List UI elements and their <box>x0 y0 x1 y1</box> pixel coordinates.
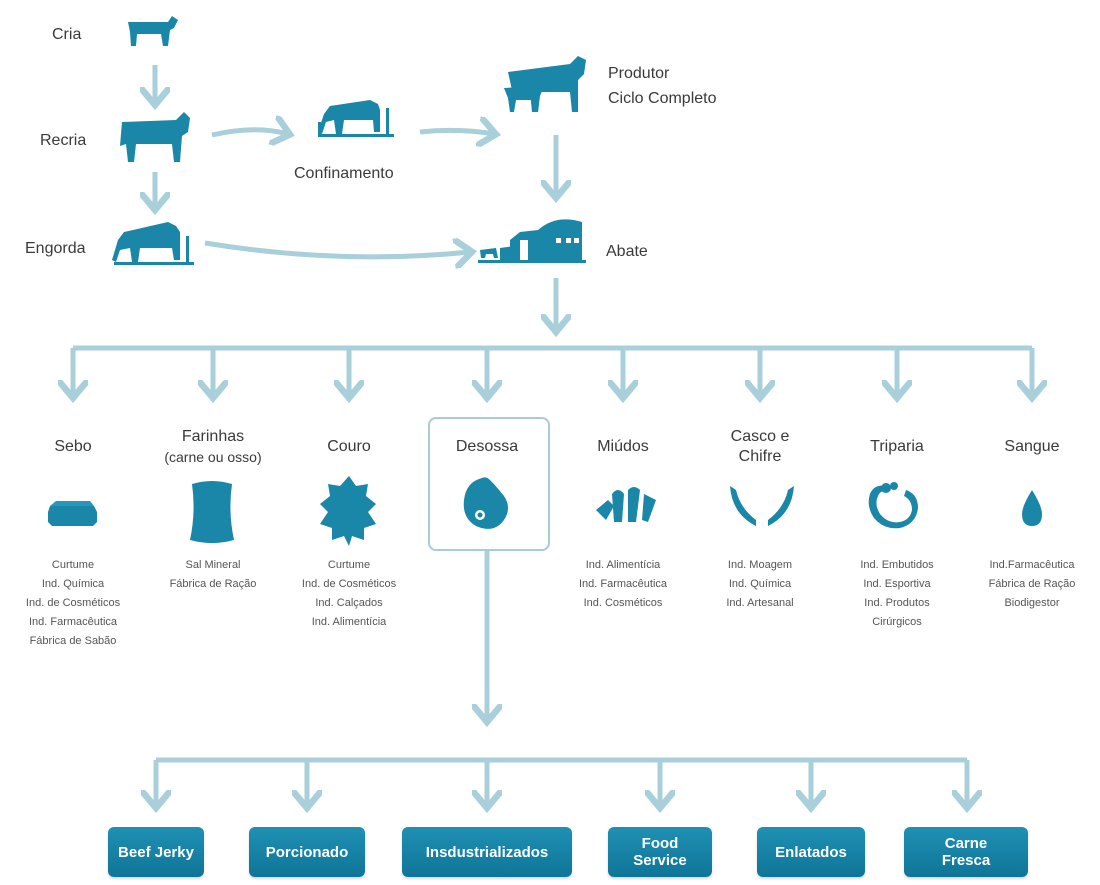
use-item: Ind. Química <box>41 578 105 590</box>
category-triparia-label: Triparia <box>870 438 924 455</box>
sebo-uses-list: Curtume Ind. Química Ind. de Cosméticos … <box>8 556 138 651</box>
hide-icon <box>320 476 376 546</box>
slaughterhouse-icon <box>478 219 586 263</box>
product-label-line2: Service <box>633 852 687 869</box>
use-item: Ind. Química <box>728 578 792 590</box>
use-item: Ind. Cosméticos <box>583 597 663 609</box>
use-item: Ind.Farmacêutica <box>989 559 1075 571</box>
calf-icon <box>128 16 178 46</box>
use-item: Ind. Produtos <box>864 597 930 609</box>
use-item: Ind. Farmacêutica <box>28 616 118 628</box>
young-cattle-icon <box>120 112 190 162</box>
triparia-uses-list: Ind. Embutidos Ind. Esportiva Ind. Produ… <box>832 556 962 632</box>
product-label-line2: Fresca <box>941 852 991 869</box>
category-couro-label: Couro <box>327 438 371 455</box>
couro-uses-list: Curtume Ind. de Cosméticos Ind. Calçados… <box>284 556 414 632</box>
category-miudos-label: Miúdos <box>597 438 649 455</box>
product-porcionado: Porcionado <box>249 827 365 877</box>
farinhas-uses-list: Sal Mineral Fábrica de Ração <box>148 556 278 594</box>
use-item: Ind. Artesanal <box>726 597 794 609</box>
use-item: Curtume <box>51 559 95 571</box>
use-item: Ind. Alimentícia <box>585 559 661 571</box>
category-sangue-label: Sangue <box>1004 438 1060 455</box>
use-item: Curtume <box>327 559 371 571</box>
use-item: Ind. Embutidos <box>860 559 934 571</box>
category-casco-line1: Casco e <box>730 428 790 445</box>
feedlot-icon <box>318 100 394 137</box>
sangue-uses-list: Ind.Farmacêutica Fábrica de Ração Biodig… <box>967 556 1097 613</box>
product-label-line1: Carne <box>944 835 988 852</box>
use-item: Ind. Moagem <box>727 559 793 571</box>
arrow-recria-confinamento <box>211 130 288 135</box>
use-item: Ind. de Cosméticos <box>301 578 397 590</box>
stage-abate-label: Abate <box>606 243 648 260</box>
product-label-line1: Food <box>641 835 679 852</box>
casco-uses-list: Ind. Moagem Ind. Química Ind. Artesanal <box>695 556 825 613</box>
use-item: Ind. de Cosméticos <box>25 597 121 609</box>
stage-produtor-label: Produtor <box>608 65 670 82</box>
cow-with-calf-icon <box>504 56 586 112</box>
product-food-service: Food Service <box>608 827 712 877</box>
use-item: Fábrica de Sabão <box>29 635 117 647</box>
category-distribution <box>73 345 1032 396</box>
use-item: Sal Mineral <box>185 559 241 571</box>
grazing-cattle-icon <box>112 222 194 265</box>
category-casco-label: Casco e Chifre <box>710 427 810 467</box>
blood-drop-icon <box>1022 490 1042 526</box>
arrow-engorda-abate <box>204 243 470 257</box>
stage-produtor-sublabel: Ciclo Completo <box>608 90 717 107</box>
category-desossa-label: Desossa <box>455 438 519 455</box>
use-item: Ind. Farmacêutica <box>578 578 668 590</box>
use-item: Fábrica de Ração <box>169 578 257 590</box>
miudos-uses-list: Ind. Alimentícia Ind. Farmacêutica Ind. … <box>558 556 688 613</box>
use-item: Ind. Alimentícia <box>311 616 387 628</box>
product-carne-fresca: Carne Fresca <box>904 827 1028 877</box>
use-item: Biodigestor <box>1004 597 1060 609</box>
stage-cria-label: Cria <box>52 26 82 43</box>
horns-icon <box>730 486 794 526</box>
category-farinhas-label: Farinhas (carne ou osso) <box>148 427 278 467</box>
use-item: Ind. Calçados <box>315 597 383 609</box>
flour-sack-icon <box>190 481 234 543</box>
tripe-icon <box>868 482 918 529</box>
product-beef-jerky: Beef Jerky <box>108 827 204 877</box>
arrow-confinamento-produtor <box>419 130 494 134</box>
category-farinhas-title: Farinhas <box>181 428 245 445</box>
category-farinhas-subtitle: (carne ou osso) <box>164 449 262 465</box>
product-label: Insdustrializados <box>425 843 549 861</box>
top-arrows <box>155 65 556 330</box>
use-item: Ind. Esportiva <box>863 578 931 590</box>
category-casco-line2: Chifre <box>738 448 782 465</box>
use-item: Cirúrgicos <box>872 616 922 628</box>
offal-icon <box>596 487 656 522</box>
product-enlatados: Enlatados <box>757 827 865 877</box>
stage-engorda-label: Engorda <box>25 240 86 257</box>
tallow-block-icon <box>48 501 97 526</box>
product-label: Enlatados <box>775 843 847 861</box>
stage-recria-label: Recria <box>40 132 87 149</box>
category-sebo-label: Sebo <box>54 438 92 455</box>
use-item: Fábrica de Ração <box>988 578 1076 590</box>
product-label: Porcionado <box>265 843 349 861</box>
product-label: Beef Jerky <box>118 843 194 861</box>
stage-confinamento-label: Confinamento <box>294 165 394 182</box>
product-industrializados: Insdustrializados <box>402 827 572 877</box>
product-distribution <box>156 549 967 806</box>
